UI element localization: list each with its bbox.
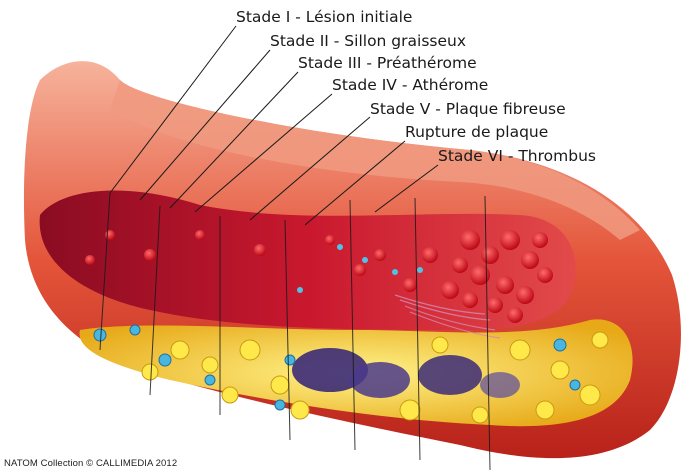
label-stage-1: Stade I - Lésion initiale (236, 8, 412, 26)
copyright-credit: NATOM Collection © CALLIMEDIA 2012 (4, 458, 177, 469)
label-stage-6: Stade VI - Thrombus (438, 147, 596, 165)
label-stage-3: Stade III - Préathérome (298, 54, 477, 72)
label-stage-2: Stade II - Sillon graisseux (270, 32, 466, 50)
label-stage-5: Stade V - Plaque fibreuse (370, 100, 566, 118)
label-stage-4: Stade IV - Athérome (332, 76, 488, 94)
label-rupture: Rupture de plaque (405, 123, 548, 141)
